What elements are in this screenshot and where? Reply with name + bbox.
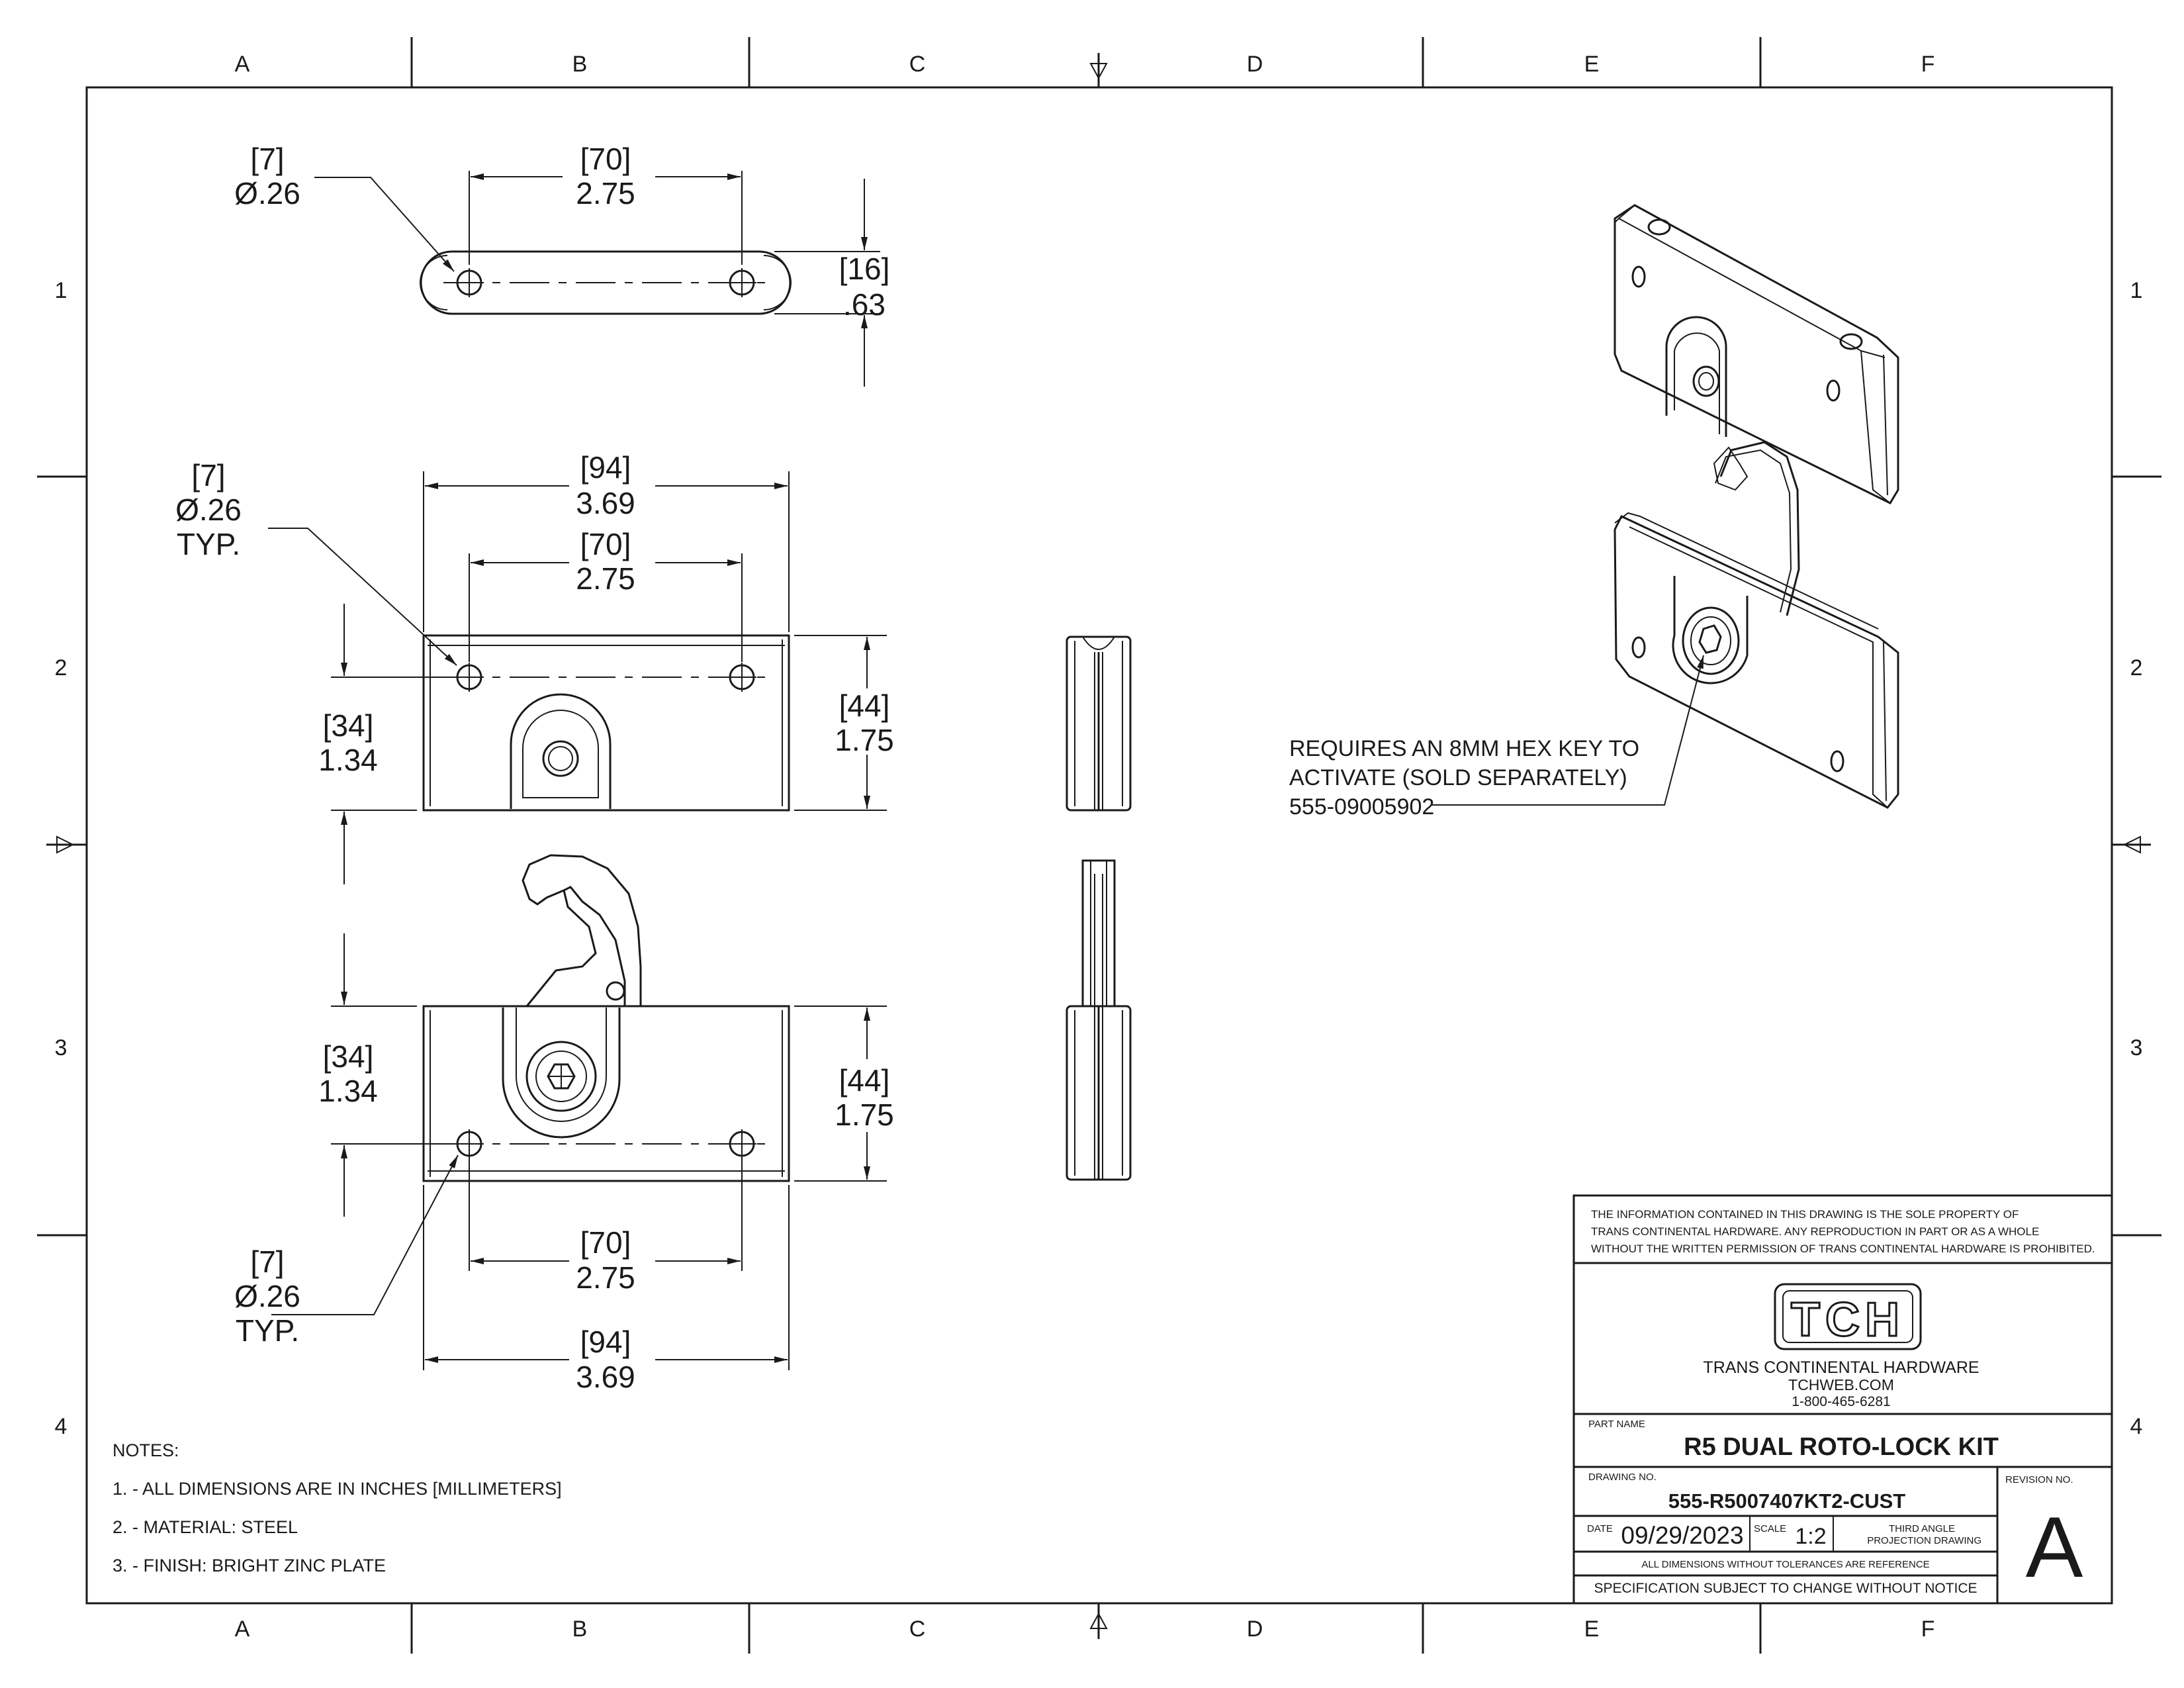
zone-row-left-1: 1 — [55, 278, 68, 303]
scale-value: 1:2 — [1795, 1524, 1826, 1549]
front-view-upper — [268, 471, 887, 884]
logo-text: TCH — [1791, 1293, 1905, 1346]
zone-row-right-3: 3 — [2130, 1035, 2143, 1060]
top-hole-in: Ø.26 — [234, 176, 300, 211]
drawing-border — [37, 37, 2161, 1654]
note-1: 1. - ALL DIMENSIONS ARE IN INCHES [MILLI… — [113, 1479, 562, 1499]
zone-row-left-2: 2 — [55, 655, 68, 680]
tolerance-note: ALL DIMENSIONS WITHOUT TOLERANCES ARE RE… — [1641, 1559, 1929, 1570]
zone-col-top-f: F — [1921, 52, 1935, 77]
company-website: TCHWEB.COM — [1788, 1376, 1894, 1393]
zone-col-top-a: A — [235, 52, 250, 77]
top-spacing-in: 2.75 — [576, 176, 635, 211]
side-view-upper — [1066, 635, 1132, 812]
lower-height-mm: [44] — [839, 1063, 890, 1098]
projection-line-2: PROJECTION DRAWING — [1867, 1535, 1981, 1546]
upper-spacing-in: 2.75 — [576, 561, 635, 596]
lower-spacing-in: 2.75 — [576, 1260, 635, 1295]
revision-value: A — [2026, 1499, 2083, 1595]
date-value: 09/29/2023 — [1621, 1522, 1743, 1549]
spec-note: SPECIFICATION SUBJECT TO CHANGE WITHOUT … — [1594, 1581, 1977, 1596]
lower-hole-in: Ø.26 — [234, 1279, 300, 1313]
zone-col-top-c: C — [909, 52, 926, 77]
revision-label: REVISION NO. — [2005, 1474, 2073, 1485]
zone-col-bottom-f: F — [1921, 1617, 1935, 1642]
company-phone: 1-800-465-6281 — [1792, 1394, 1890, 1409]
upper-overall-mm: [94] — [580, 450, 631, 485]
top-spacing-mm: [70] — [580, 142, 631, 176]
hex-key-callout: REQUIRES AN 8MM HEX KEY TO ACTIVATE (SOL… — [1289, 736, 1639, 820]
lower-spacing-mm: [70] — [580, 1225, 631, 1260]
zone-col-top-d: D — [1247, 52, 1263, 77]
note-2: 2. - MATERIAL: STEEL — [113, 1517, 298, 1537]
front-view-lower — [271, 854, 887, 1370]
notes-block: NOTES: 1. - ALL DIMENSIONS ARE IN INCHES… — [113, 1440, 562, 1575]
front-upper-dims: [94] 3.69 [70] 2.75 [34] 1.34 [44] 1.75 … — [175, 450, 894, 777]
upper-left-in: 1.34 — [318, 743, 378, 777]
callout-line-1: REQUIRES AN 8MM HEX KEY TO — [1289, 736, 1639, 761]
top-height-in: .63 — [843, 287, 886, 322]
zone-row-right-2: 2 — [2130, 655, 2143, 680]
upper-overall-in: 3.69 — [576, 486, 635, 520]
zone-col-bottom-e: E — [1584, 1617, 1600, 1642]
zone-col-bottom-b: B — [572, 1617, 588, 1642]
lower-left-in: 1.34 — [318, 1074, 378, 1108]
top-height-mm: [16] — [839, 252, 890, 286]
company-name: TRANS CONTINENTAL HARDWARE — [1703, 1358, 1979, 1377]
notes-title: NOTES: — [113, 1440, 179, 1460]
disclaimer-line-2: TRANS CONTINENTAL HARDWARE. ANY REPRODUC… — [1591, 1225, 2039, 1238]
zone-row-left-3: 3 — [55, 1035, 68, 1060]
zone-col-top-e: E — [1584, 52, 1600, 77]
zone-row-left-4: 4 — [55, 1414, 68, 1439]
zone-col-bottom-a: A — [235, 1617, 250, 1642]
zone-col-bottom-d: D — [1247, 1617, 1263, 1642]
lower-left-mm: [34] — [323, 1039, 374, 1074]
upper-left-mm: [34] — [323, 708, 374, 743]
lower-hole-mm: [7] — [250, 1244, 284, 1279]
date-label: DATE — [1587, 1523, 1613, 1534]
lower-overall-mm: [94] — [580, 1325, 631, 1359]
top-view-dims: [70] 2.75 [16] .63 [7] Ø.26 — [234, 142, 889, 322]
title-block-text: THE INFORMATION CONTAINED IN THIS DRAWIN… — [1587, 1208, 2095, 1596]
zone-labels: A B C D E F A B C D E F 1 2 3 4 1 2 3 4 — [55, 52, 2143, 1642]
zone-row-right-1: 1 — [2130, 278, 2143, 303]
top-hole-mm: [7] — [250, 142, 284, 176]
zone-row-right-4: 4 — [2130, 1414, 2143, 1439]
callout-line-2: ACTIVATE (SOLD SEPARATELY) — [1289, 765, 1627, 790]
upper-hole-mm: [7] — [191, 458, 225, 492]
zone-col-bottom-c: C — [909, 1617, 926, 1642]
disclaimer-line-1: THE INFORMATION CONTAINED IN THIS DRAWIN… — [1591, 1208, 2019, 1221]
zone-col-top-b: B — [572, 52, 588, 77]
upper-hole-typ: TYP. — [177, 527, 240, 561]
front-lower-dims: [34] 1.34 [44] 1.75 [70] 2.75 [94] 3.69 … — [234, 1039, 894, 1394]
drawing-no-label: DRAWING NO. — [1588, 1472, 1657, 1483]
lower-overall-in: 3.69 — [576, 1360, 635, 1394]
upper-hole-in: Ø.26 — [175, 492, 242, 527]
disclaimer-line-3: WITHOUT THE WRITTEN PERMISSION OF TRANS … — [1591, 1243, 2095, 1255]
isometric-view — [1432, 204, 1899, 809]
title-block — [1572, 1194, 2113, 1605]
top-view — [314, 171, 880, 387]
lower-hole-typ: TYP. — [236, 1313, 299, 1348]
part-name: R5 DUAL ROTO-LOCK KIT — [1684, 1433, 1999, 1461]
callout-part-number: 555-09005902 — [1289, 794, 1434, 820]
drawing-no: 555-R5007407KT2-CUST — [1668, 1489, 1905, 1513]
part-name-label: PART NAME — [1588, 1419, 1645, 1430]
lower-height-in: 1.75 — [835, 1098, 894, 1132]
scale-label: SCALE — [1754, 1523, 1786, 1534]
side-view-lower — [1066, 859, 1132, 1181]
upper-spacing-mm: [70] — [580, 527, 631, 561]
projection-line-1: THIRD ANGLE — [1889, 1523, 1955, 1534]
upper-height-in: 1.75 — [835, 723, 894, 757]
upper-height-mm: [44] — [839, 688, 890, 723]
note-3: 3. - FINISH: BRIGHT ZINC PLATE — [113, 1556, 386, 1575]
tch-logo — [1774, 1283, 1922, 1350]
